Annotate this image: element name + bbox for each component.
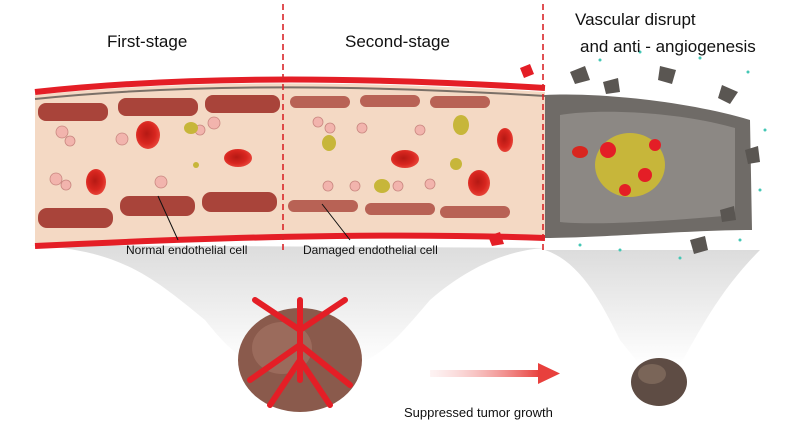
- funnel-right: [545, 250, 760, 365]
- shrunk-tumor: [631, 358, 687, 406]
- label-suppressed-tumor-growth: Suppressed tumor growth: [404, 405, 553, 420]
- disrupted-vessel: [545, 94, 752, 238]
- nanoparticles: [49, 116, 436, 192]
- arrow-icon: [430, 363, 560, 384]
- stage-title-third-line2: and anti - angiogenesis: [580, 37, 756, 56]
- vessel-fragments: [488, 64, 760, 254]
- stage-title-first: First-stage: [107, 32, 188, 51]
- callout-normal: [157, 195, 179, 241]
- endothelial-cells-top: [38, 95, 490, 121]
- label-normal-endothelial-cell: Normal endothelial cell: [126, 243, 248, 257]
- scattered-particles: [578, 50, 767, 260]
- funnel-left: [30, 245, 545, 365]
- red-blood-cells: [86, 121, 513, 196]
- tumor-with-vasculature: [238, 297, 362, 412]
- stage-title-third-line1: Vascular disrupt: [575, 10, 696, 29]
- drug-particles: [184, 115, 469, 193]
- label-damaged-endothelial-cell: Damaged endothelial cell: [303, 243, 438, 257]
- endothelial-cells-bottom: [38, 192, 510, 228]
- callout-damaged: [321, 203, 351, 241]
- stage-title-second: Second-stage: [345, 32, 450, 51]
